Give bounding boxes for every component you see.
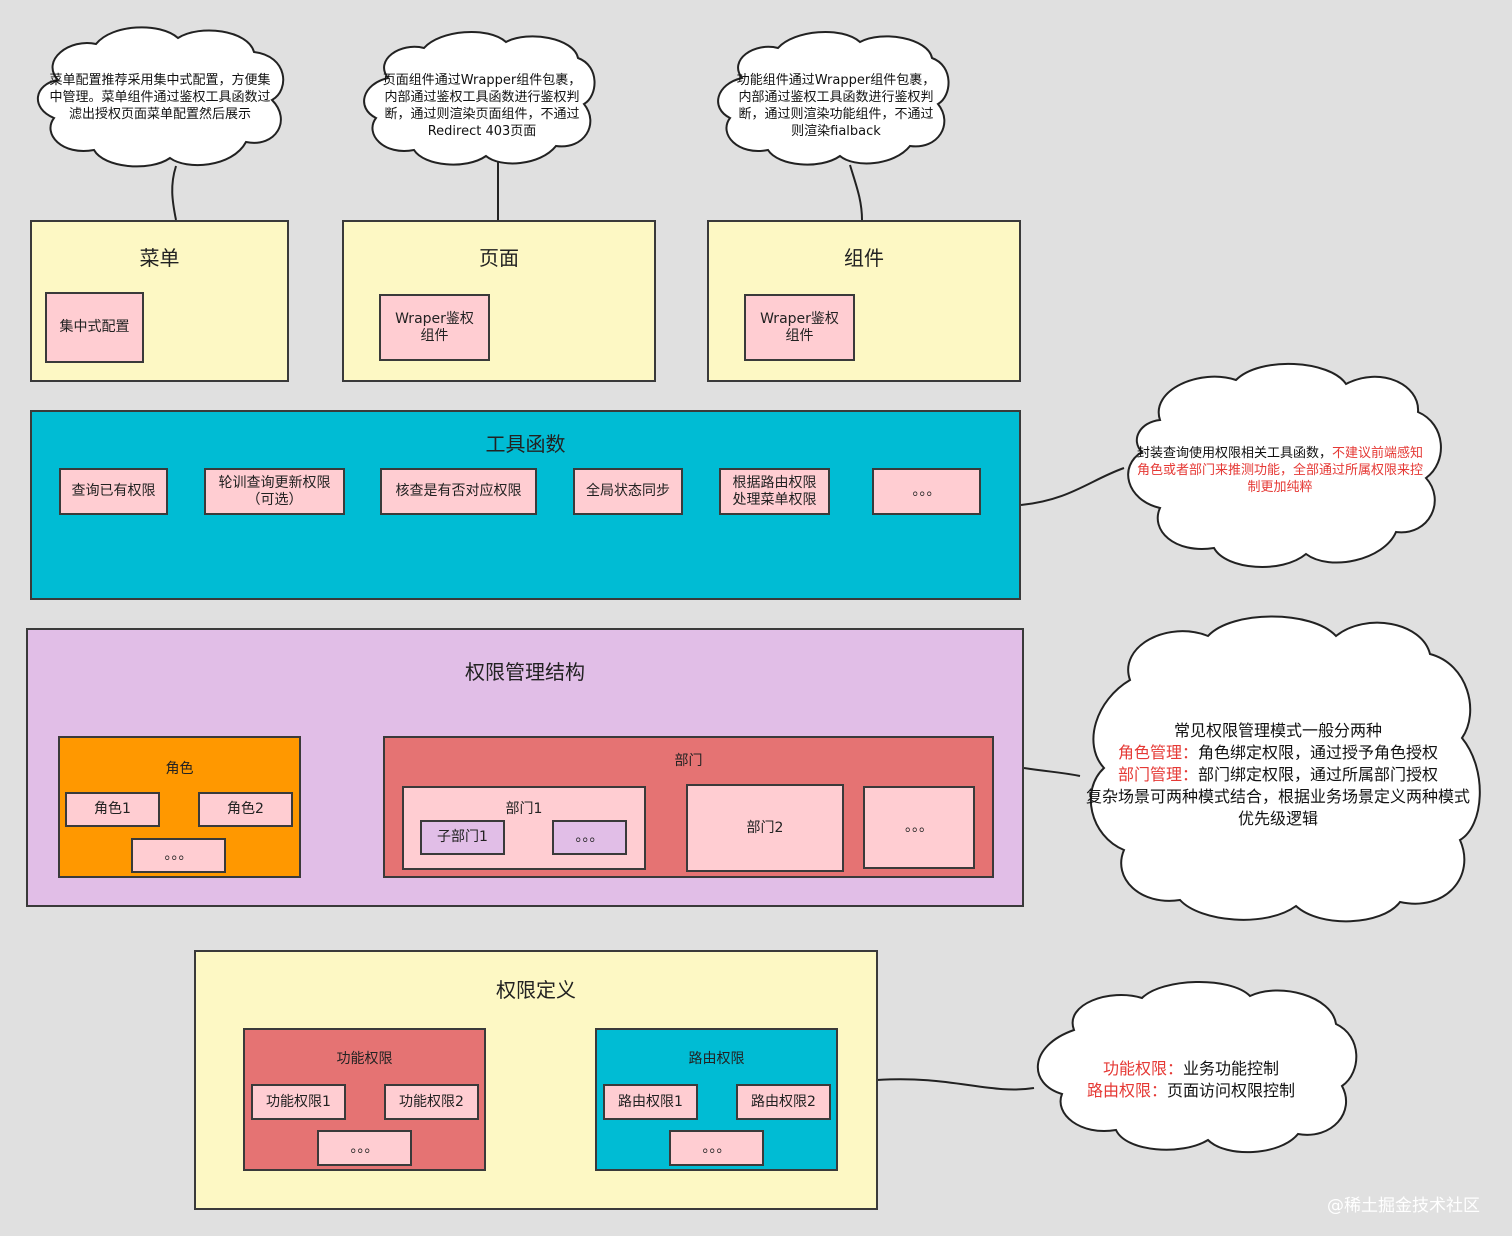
tool-route-menu-permissions: 根据路由权限处理菜单权限 [719,468,830,515]
connector-structure [1023,767,1081,777]
layer-menu: 菜单 集中式配置 [30,220,289,382]
note-def-line2: 路由权限：页面访问权限控制 [1060,1080,1322,1102]
layer-structure: 权限管理结构 角色 角色1 角色2 。。。 部门 部门1 子部门1 。。。 部门… [26,628,1024,907]
role-group-title: 角色 [165,761,194,777]
func-permission-2: 功能权限2 [384,1084,479,1120]
tool-more: 。。。 [872,468,981,515]
route-permission-2: 路由权限2 [736,1084,831,1120]
cloud-page [363,31,596,166]
role-item-more: 。。。 [131,838,226,873]
connector-component [849,164,863,221]
layer-definition-title: 权限定义 [496,978,576,1002]
note-def-route-val: 页面访问权限控制 [1167,1081,1296,1100]
dept-more: 。。。 [863,786,975,869]
note-component: 功能组件通过Wrapper组件包裹，内部通过鉴权工具函数进行鉴权判断，通过则渲染… [736,73,936,139]
tool-check-permission: 核查是有否对应权限 [380,468,537,515]
note-structure: 常见权限管理模式一般分两种 角色管理：角色绑定权限，通过授予角色授权 部门管理：… [1086,720,1470,830]
note-structure-dept-key: 部门管理： [1117,765,1198,784]
layer-page-title: 页面 [479,246,519,270]
subdept-more: 。。。 [552,820,627,855]
dept-group-title: 部门 [674,753,703,769]
note-def-func-val: 业务功能控制 [1183,1059,1280,1078]
layer-component: 组件 Wraper鉴权组件 [707,220,1021,382]
note-structure-dept-val: 部门绑定权限，通过所属部门授权 [1198,765,1439,784]
connector-menu [171,165,177,221]
note-structure-line3: 部门管理：部门绑定权限，通过所属部门授权 [1086,764,1470,786]
note-structure-line4: 复杂场景可两种模式结合，根据业务场景定义两种模式优先级逻辑 [1086,787,1471,828]
layer-tools-title: 工具函数 [485,432,566,456]
role-item-2: 角色2 [198,792,293,827]
note-tools: 封装查询使用权限相关工具函数，不建议前端感知角色或者部门来推测功能，全部通过所属… [1136,445,1424,496]
note-def-func-key: 功能权限： [1102,1059,1183,1078]
role-group: 角色 角色1 角色2 。。。 [58,736,301,878]
dept2: 部门2 [686,784,844,872]
role-item-1: 角色1 [65,792,160,827]
note-structure-line1: 常见权限管理模式一般分两种 [1173,721,1382,740]
func-permission-group: 功能权限 功能权限1 功能权限2 。。。 [243,1028,486,1171]
note-def-route-key: 路由权限： [1086,1081,1167,1100]
layer-page: 页面 Wraper鉴权组件 [342,220,656,382]
subdept-1: 子部门1 [420,820,505,855]
component-item-wrapper-auth: Wraper鉴权组件 [744,294,855,361]
cloud-menu [36,26,285,168]
connector-tools [1020,467,1125,506]
tool-poll-update-permissions: 轮训查询更新权限（可选） [204,468,345,515]
note-structure-role-key: 角色管理： [1117,743,1198,762]
note-structure-role-val: 角色绑定权限，通过授予角色授权 [1198,743,1439,762]
layer-menu-title: 菜单 [139,246,180,270]
func-permission-more: 。。。 [317,1130,412,1166]
note-tools-highlight: 不建议前端感知角色或者部门来推测功能，全部通过所属权限来控制更加纯粹 [1136,446,1424,495]
cloud-structure [1089,615,1481,923]
tool-query-permissions: 查询已有权限 [59,468,168,515]
route-permission-group: 路由权限 路由权限1 路由权限2 。。。 [595,1028,838,1171]
layer-tools: 工具函数 查询已有权限 轮训查询更新权限（可选） 核查是有否对应权限 全局状态同… [30,410,1021,600]
note-def-line1: 功能权限：业务功能控制 [1060,1058,1322,1080]
connector-definition [876,1078,1035,1091]
note-definition: 功能权限：业务功能控制 路由权限：页面访问权限控制 [1060,1058,1322,1102]
route-permission-title: 路由权限 [688,1051,745,1067]
note-page: 页面组件通过Wrapper组件包裹，内部通过鉴权工具函数进行鉴权判断，通过则渲染… [382,73,582,139]
dept1-group: 部门1 子部门1 。。。 [402,786,646,870]
dept1-title: 部门1 [505,801,543,817]
route-permission-1: 路由权限1 [603,1084,698,1120]
page-item-wrapper-auth: Wraper鉴权组件 [379,294,490,361]
note-structure-line2: 角色管理：角色绑定权限，通过授予角色授权 [1086,742,1470,764]
cloud-component [717,31,950,166]
note-tools-plain: 封装查询使用权限相关工具函数， [1136,446,1332,461]
cloud-definition [1037,981,1358,1154]
tool-global-state-sync: 全局状态同步 [573,468,683,515]
dept-group: 部门 部门1 子部门1 。。。 部门2 。。。 [383,736,994,878]
route-permission-more: 。。。 [669,1130,764,1166]
layer-structure-title: 权限管理结构 [465,660,585,684]
menu-item-centralized-config: 集中式配置 [45,292,144,363]
watermark: @稀土掘金技术社区 [1327,1196,1480,1216]
note-menu: 菜单配置推荐采用集中式配置，方便集中管理。菜单组件通过鉴权工具函数过滤出授权页面… [49,73,271,122]
layer-definition: 权限定义 功能权限 功能权限1 功能权限2 。。。 路由权限 路由权限1 路由权… [194,950,878,1210]
func-permission-1: 功能权限1 [251,1084,346,1120]
layer-component-title: 组件 [844,246,884,270]
cloud-tools [1127,363,1442,568]
func-permission-title: 功能权限 [336,1051,393,1067]
